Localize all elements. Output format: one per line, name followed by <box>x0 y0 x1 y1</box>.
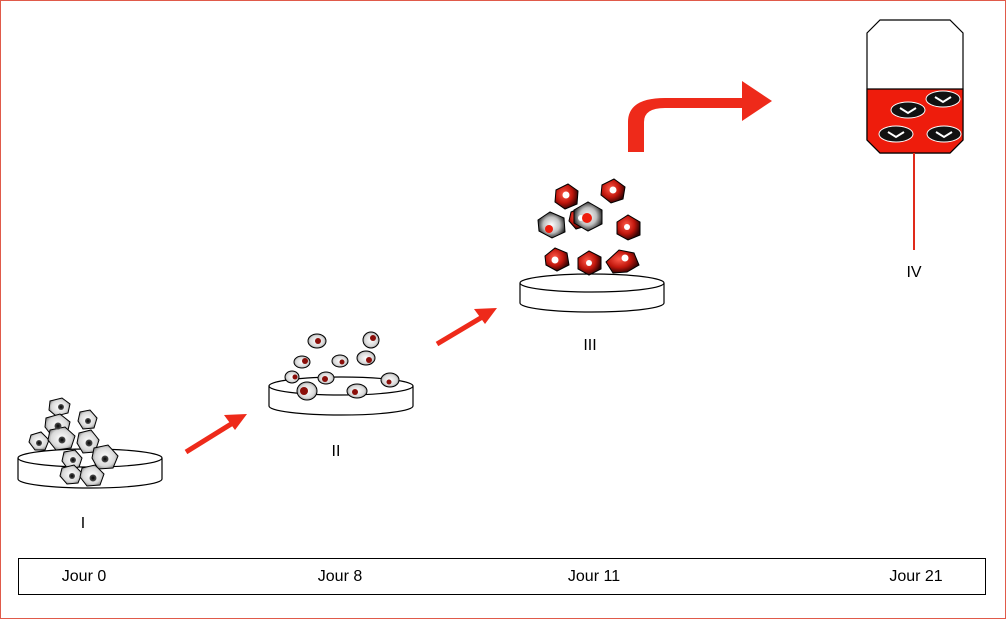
stage-label-1: I <box>80 515 86 532</box>
timeline-day-8: Jour 8 <box>317 568 363 585</box>
stage-4-blood-bag <box>866 19 964 250</box>
arrow-2-3 <box>435 308 497 347</box>
red-blood-cells <box>878 90 962 143</box>
timeline-day-11: Jour 11 <box>567 568 621 585</box>
stage-label-3: III <box>583 337 597 354</box>
stage-2-culture <box>268 331 414 416</box>
timeline-day-21: Jour 21 <box>889 568 943 585</box>
timeline-bar: Jour 0 Jour 8 Jour 11 Jour 21 <box>18 558 986 595</box>
timeline-day-0: Jour 0 <box>61 568 107 585</box>
stage-1-culture <box>17 397 163 489</box>
arrow-3-4 <box>628 81 772 152</box>
stage-3-culture <box>519 178 665 313</box>
reticulocyte-highlights <box>551 186 630 266</box>
stage-label-4: IV <box>906 264 922 281</box>
dish-3-rim <box>519 273 665 293</box>
erythroblast-nuclei <box>292 335 392 395</box>
rbc-biconcave-marks <box>887 96 953 139</box>
progenitor-nuclei <box>36 404 109 482</box>
arrow-1-2 <box>184 414 247 455</box>
stage-label-2: II <box>331 443 341 460</box>
reticulocyte-nuclei <box>545 213 592 233</box>
